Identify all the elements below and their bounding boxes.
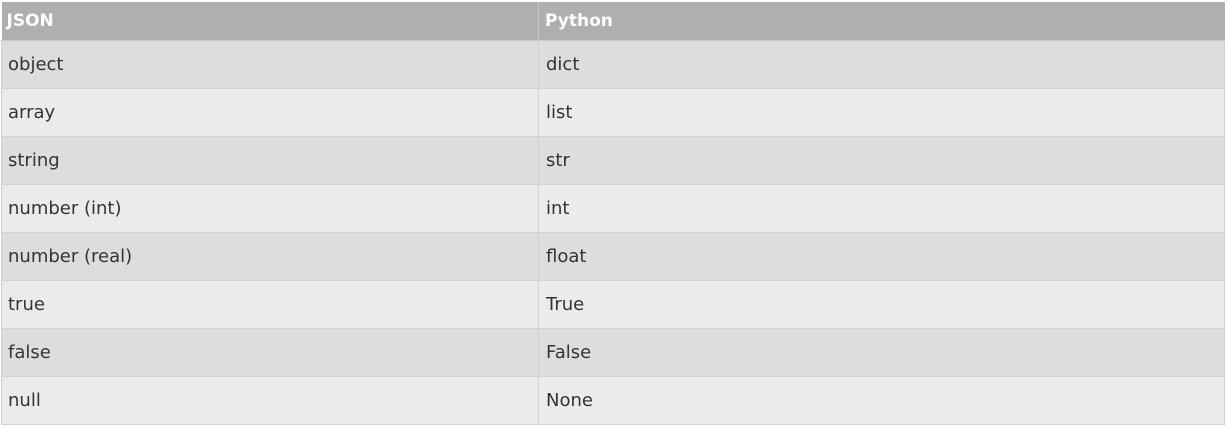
table-row: true True [1, 280, 1225, 329]
header-row: JSON Python [1, 2, 1225, 41]
json-type-cell: array [1, 88, 539, 137]
json-type-cell: false [1, 328, 539, 377]
table-body: object dict array list string str number… [1, 40, 1225, 425]
json-type-cell: object [1, 40, 539, 89]
json-type-cell: number (int) [1, 184, 539, 233]
table-row: number (int) int [1, 184, 1225, 233]
python-type-cell: None [538, 376, 1225, 425]
header-json: JSON [1, 2, 539, 41]
table-row: string str [1, 136, 1225, 185]
table-header: JSON Python [1, 2, 1225, 41]
python-type-cell: float [538, 232, 1225, 281]
table-row: number (real) float [1, 232, 1225, 281]
table-row: array list [1, 88, 1225, 137]
header-python: Python [538, 2, 1225, 41]
json-type-cell: null [1, 376, 539, 425]
python-type-cell: dict [538, 40, 1225, 89]
table-row: false False [1, 328, 1225, 377]
python-type-cell: str [538, 136, 1225, 185]
json-type-cell: string [1, 136, 539, 185]
python-type-cell: True [538, 280, 1225, 329]
json-type-cell: number (real) [1, 232, 539, 281]
python-type-cell: False [538, 328, 1225, 377]
table-row: object dict [1, 40, 1225, 89]
python-type-cell: int [538, 184, 1225, 233]
python-type-cell: list [538, 88, 1225, 137]
table-row: null None [1, 376, 1225, 425]
json-type-cell: true [1, 280, 539, 329]
